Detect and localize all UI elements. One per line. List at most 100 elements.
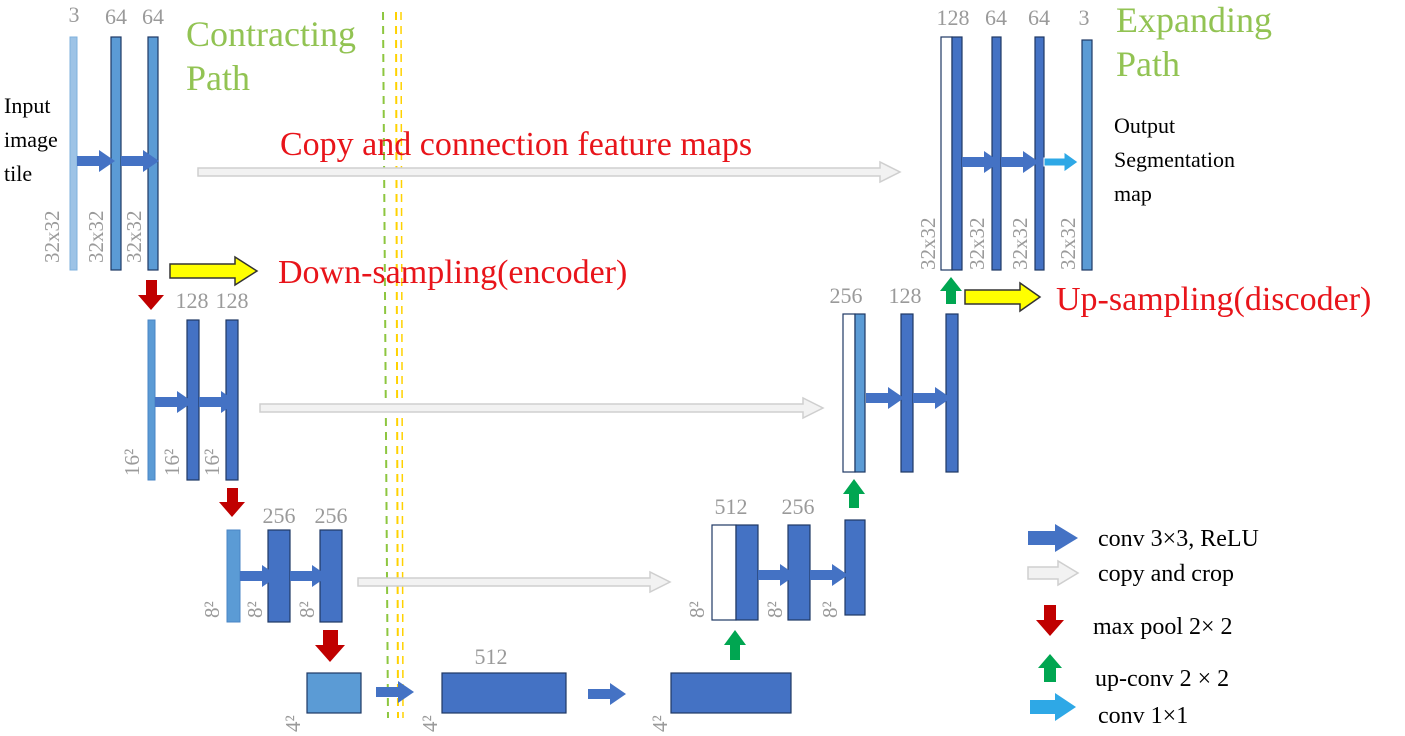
channel-d1d: 3 [1078, 5, 1090, 30]
fmap-d1c [1034, 36, 1045, 271]
input-label-line2: image [4, 127, 58, 152]
maxpool-arrow-1 [138, 280, 164, 310]
dim-d3b: 8² [763, 601, 787, 618]
fmap-d1d [1081, 39, 1093, 271]
conv-arrow-d3-2 [810, 564, 848, 586]
input-label-line1: Input [4, 93, 51, 118]
dim-d3a: 8² [685, 601, 709, 618]
channel-d2b: 128 [888, 283, 922, 308]
conv-arrow-d2-1 [866, 387, 904, 409]
fmap-d1a [951, 36, 963, 271]
conv-arrow-e1-1 [77, 150, 115, 172]
dim-e2b: 16² [160, 448, 184, 476]
channel-d1a: 128 [936, 5, 970, 30]
dim-b1: 4² [281, 715, 305, 732]
dim-d3c: 8² [818, 601, 842, 618]
dim-d1d: 32x32 [1056, 217, 1080, 271]
yellow-arrow-up-sampling [964, 281, 1042, 313]
dim-d1a: 32x32 [916, 217, 940, 271]
fmap-d2-copy [842, 313, 856, 473]
legend-maxpool-label: max pool 2× 2 [1093, 614, 1233, 640]
channel-e2c: 128 [215, 288, 249, 313]
fmap-d2a [854, 313, 866, 473]
dim-e3b: 8² [243, 601, 267, 618]
upconv-arrow-1 [724, 630, 746, 660]
contracting-title-line1: Contracting [186, 14, 356, 54]
channel-e3c: 256 [314, 503, 348, 528]
channel-d1b: 64 [985, 5, 1007, 30]
dim-e1b: 32x32 [84, 210, 108, 264]
dim-e3c: 8² [295, 601, 319, 618]
fmap-e1a [69, 36, 78, 271]
conv-arrow-d2-2 [913, 387, 951, 409]
dim-d1b: 32x32 [965, 217, 989, 271]
maxpool-arrow-3 [315, 630, 345, 662]
fmap-b1 [306, 672, 362, 714]
channel-d3a: 512 [714, 494, 748, 519]
fmap-d3-copy [711, 524, 737, 621]
yellow-arrow-down-sampling [169, 255, 259, 287]
yellow-dashed-line-2 [400, 11, 404, 719]
output-label-line1: Output [1114, 113, 1176, 138]
fmap-e3a [226, 529, 241, 623]
fmap-d3a [735, 524, 759, 621]
copy-arrow-level3 [357, 570, 672, 594]
channel-e1c: 64 [142, 4, 164, 29]
legend-copy-label: copy and crop [1098, 561, 1234, 587]
dim-e2a: 16² [120, 448, 144, 476]
legend-maxpool-icon [1036, 605, 1064, 636]
conv1x1-arrow-d1 [1043, 151, 1079, 173]
legend-copy-icon [1027, 559, 1080, 587]
dim-b2: 4² [418, 715, 442, 732]
conv-arrow-b-2 [588, 683, 626, 705]
channel-bottleneck: 512 [474, 644, 508, 669]
fmap-d1b [991, 36, 1002, 271]
expanding-title-line2: Path [1116, 44, 1181, 84]
legend-upconv-icon [1038, 654, 1062, 682]
dim-b3: 4² [648, 715, 672, 732]
fmap-e1c [147, 36, 159, 271]
green-dashed-line [382, 11, 389, 719]
channel-e1b: 64 [105, 4, 127, 29]
up-sampling-label: Up-sampling(discoder) [1056, 281, 1372, 318]
channel-e1a: 3 [68, 2, 80, 27]
expanding-title-line1: Expanding [1116, 0, 1272, 40]
conv-arrow-b-1 [376, 681, 414, 703]
dim-d1c: 32x32 [1008, 217, 1032, 271]
copy-connection-label: Copy and connection feature maps [280, 126, 753, 163]
legend-conv-icon [1028, 524, 1078, 552]
conv-arrow-d1-2 [1001, 151, 1039, 173]
fmap-b2 [441, 672, 567, 714]
upconv-arrow-3 [940, 277, 962, 304]
legend-conv1-icon [1030, 693, 1076, 721]
fmap-d2b [900, 313, 914, 473]
maxpool-arrow-2 [219, 488, 245, 517]
dim-e3a: 8² [200, 601, 224, 618]
dim-e1c: 32x32 [122, 210, 146, 264]
legend-upconv-label: up-conv 2 × 2 [1095, 666, 1230, 692]
dim-e2c: 16² [200, 448, 224, 476]
yellow-dashed-line [395, 11, 399, 719]
channel-e3b: 256 [262, 503, 296, 528]
fmap-d2c [945, 313, 959, 473]
channel-d1c: 64 [1028, 5, 1050, 30]
output-label-line3: map [1114, 181, 1152, 206]
legend-conv1-label: conv 1×1 [1098, 703, 1189, 729]
copy-arrow-level1 [197, 160, 902, 184]
contracting-title-line2: Path [186, 58, 251, 98]
legend-conv-label: conv 3×3, ReLU [1098, 526, 1259, 552]
channel-e2b: 128 [175, 288, 209, 313]
fmap-e1b [110, 36, 122, 271]
input-label-line3: tile [4, 161, 33, 186]
down-sampling-label: Down-sampling(encoder) [278, 254, 628, 291]
fmap-d1-copy [940, 36, 953, 271]
channel-d2a: 256 [829, 283, 863, 308]
channel-d3b: 256 [781, 494, 815, 519]
dim-e1a: 32x32 [40, 210, 64, 264]
fmap-e2a [147, 319, 156, 481]
output-label-line2: Segmentation [1114, 147, 1235, 172]
fmap-d3c [844, 519, 866, 616]
copy-arrow-level2 [259, 396, 825, 420]
fmap-b3 [670, 672, 792, 714]
